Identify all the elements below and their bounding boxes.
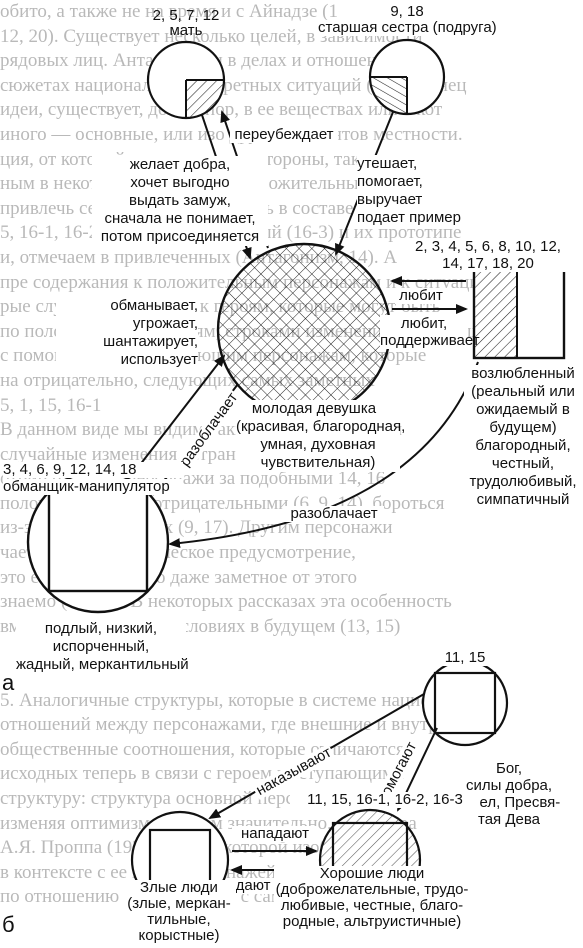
evil-people-trait-line: тильные, [147,911,211,928]
evil-people-trait-line: корыстные) [138,927,220,944]
manipulator-desc-line: испорченный, [52,638,150,655]
good-people-description: Хорошие люди (доброжелательные, трудо- л… [274,866,470,930]
edge-label-line: выручает [357,191,423,208]
lover-desc-line: трудолюбивый, [469,473,577,490]
lover-desc-line: ожидаемый в [476,401,570,418]
background-bleed-line: сюжетах национально-конкретных ситуаций … [0,74,467,96]
lover-desc-line: благородный, [475,437,571,454]
edge-label-line: любит, [400,315,448,332]
edge-label-mother-wishes: желает добра, хочет выгодно выдать замуж… [92,156,268,246]
manipulator-desc-line: подлый, низкий, [44,620,158,637]
edge-label-line: сначала не понимает, [104,210,256,227]
background-bleed-line: общественные соотношения, которые отлича… [0,738,405,760]
girl-description: молодая девушка [244,400,384,418]
manipulator-title: обманщик-манипулятор [3,479,183,495]
background-bleed-line: 5. Аналогичные структуры, которые в сист… [0,689,500,711]
manipulator-desc-line: жадный, меркантильный [16,656,189,673]
sister-title: старшая сестра (подруга) [318,19,497,36]
god-title-line: ангел, Пресвя- [457,794,561,811]
lover-desc-line: симпатичный [476,491,570,508]
panel-label-b: б [2,912,15,937]
good-people-trait-line: родные, альтруистичные) [282,913,462,930]
background-bleed-line: 12, 20). Существует несколько целей, в з… [0,25,423,47]
good-people-trait-line: любивые, честные, благо- [280,897,464,914]
edge-label-line: подает пример [357,209,461,226]
sister-node [368,38,446,116]
edge-label-line: выдать замуж, [129,192,231,209]
edge-label-line: шантажирует, [103,333,198,350]
lover-numbers-line: 2, 3, 4, 5, 6, 8, 10, 12, [415,238,561,255]
edge-label-line: обманывает, [110,297,198,314]
lover-desc-line: честный, [491,455,555,472]
background-bleed-line: случайные изменения. Стран все есть [0,443,306,465]
god-title-line: Бог, [496,760,522,777]
edge-label-persuades: переубеждает [230,127,338,143]
edge-label-line: потом присоединяется [100,228,260,245]
god-title-line: силы добра, [465,777,553,794]
lover-description: возлюбленный (реальный или ожидаемый в б… [464,365,582,509]
edge-label-line: хочет выгодно [130,174,230,191]
manipulator-numbers: 3, 4, 6, 9, 12, 14, 18 [3,462,183,478]
edge-label-line: угрожает, [132,315,198,332]
edge-label-loves: любит [395,288,447,304]
edge-label-line: утешает, [357,155,418,172]
god-title-line: тая Дева [478,811,540,828]
lover-desc-line: будущем) [489,419,557,436]
girl-traits: (красивая, благородная, умная, духовная … [236,418,406,472]
evil-people-title: Злые люди [140,879,218,896]
evil-people-description: Злые люди (злые, меркан- тильные, корыст… [122,880,236,944]
lover-numbers: 2, 3, 4, 5, 6, 8, 10, 12, 14, 17, 18, 20 [397,238,579,272]
edge-label-deceives: обманывает, угрожает, шантажирует, испол… [56,297,198,369]
edge-label-line: помогает, [357,173,423,190]
girl-trait-line: умная, духовная [260,436,376,453]
good-people-trait-line: (доброжелательные, трудо- [275,881,469,898]
mother-title: мать [169,22,203,39]
manipulator-description: подлый, низкий, испорченный, жадный, мер… [16,620,189,674]
edge-label-attack: нападают [232,826,318,842]
mother-numbers: 2, 5, 7, 12 [152,7,220,24]
edge-label-line: желает добра, [129,156,231,173]
evil-people-trait-line: (злые, меркан- [127,895,231,912]
good-people-title: Хорошие люди [319,865,425,882]
girl-trait-line: чувствительная) [260,454,376,471]
mother-node [146,40,226,120]
panel-label-a: а [2,670,15,695]
sister-numbers: 9, 18 [390,3,424,20]
background-bleed-line: отношений между персонажами, где внешние… [0,714,486,736]
edge-label-sister-comforts: утешает, помогает, выручает подает приме… [357,155,497,227]
lover-desc-line: (реальный или [471,383,575,400]
edge-label-line: использует [120,351,198,368]
background-bleed-line: обито, а также не на время и с Айнадзе (… [0,1,338,22]
girl-title: молодая девушка [251,400,377,417]
background-bleed-line: идеи, существует, до сих пор, в ее вещес… [0,99,443,121]
background-bleed-line: 5, 1, 15, 16-1 [0,394,102,416]
girl-trait-line: (красивая, благородная, [236,418,406,435]
god-numbers: 11, 15 [430,650,500,666]
lover-numbers-line: 14, 17, 18, 20 [442,255,534,272]
lover-title: возлюбленный [471,365,575,382]
edge-label-lover-exposes: разоблачает [284,506,384,522]
edge-label-loves-supports: любит, поддерживает [380,315,480,349]
good-people-numbers: 11, 15, 16-1, 16-2, 16-3 [290,792,480,808]
girl-node [216,242,392,418]
edge-label-line: поддерживает [380,332,480,349]
lover-node [472,266,566,360]
